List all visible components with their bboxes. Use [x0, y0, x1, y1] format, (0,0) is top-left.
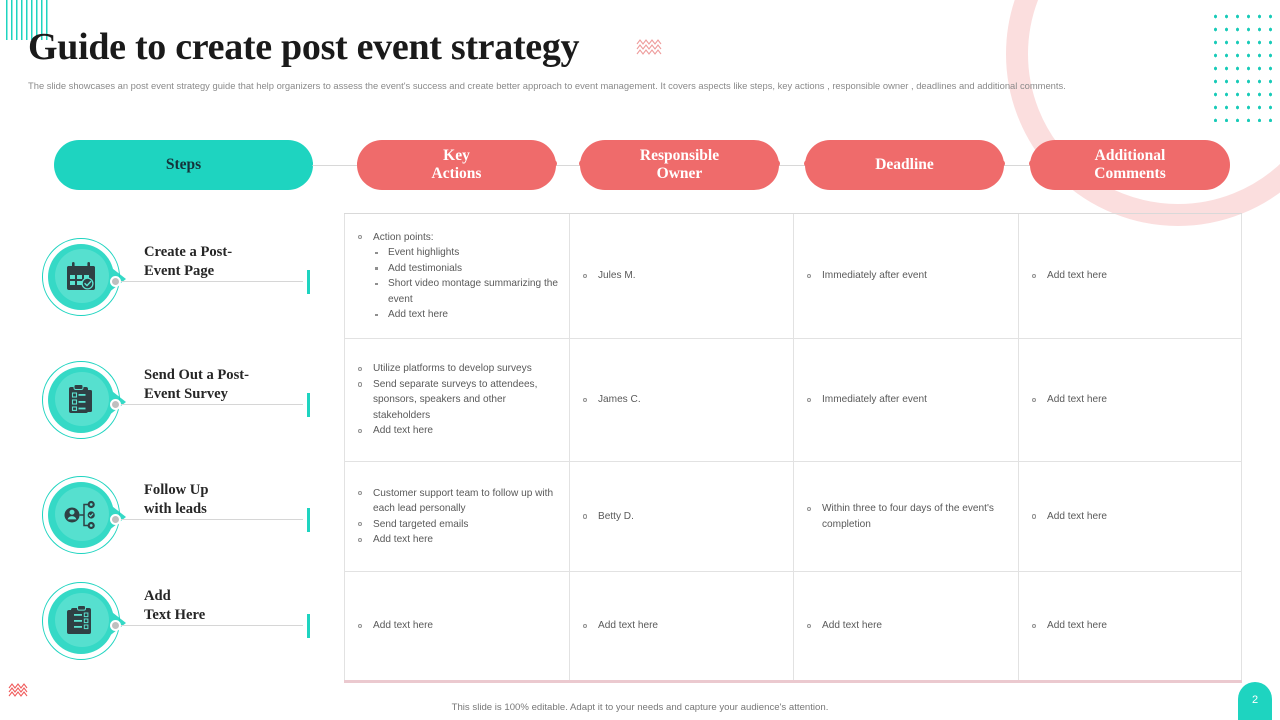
cell-bullet: Add text here	[1031, 618, 1231, 634]
step-connector-line	[121, 281, 303, 282]
checklist-icon	[58, 598, 104, 644]
cell-bullet: Utilize platforms to develop surveys	[357, 361, 559, 377]
calendar-check-icon	[58, 254, 104, 300]
cell-subbullet: Add text here	[357, 307, 559, 323]
cell-subbullet: Event highlights	[357, 245, 559, 261]
cell-bullet: Add text here	[357, 618, 559, 634]
cell-responsible-owner[interactable]: Jules M.	[569, 214, 793, 338]
step-item[interactable]: Follow Up with leads	[0, 468, 340, 578]
step-end-tick	[307, 393, 310, 417]
step-connector-dot	[110, 514, 121, 525]
cell-bullet: Add text here	[357, 532, 559, 548]
cell-key-actions[interactable]: Action points: Event highlights Add test…	[344, 214, 569, 338]
step-connector-line	[121, 404, 303, 405]
title-zigzag-icon	[636, 39, 662, 55]
cell-bullet: Send targeted emails	[357, 517, 559, 533]
column-pill-label: Additional Comments	[1094, 147, 1166, 182]
column-pill-label: Responsible Owner	[639, 147, 720, 182]
cell-bullet: Send separate surveys to attendees, spon…	[357, 377, 559, 424]
connector-knob-rose	[550, 160, 557, 168]
page-subtitle: The slide showcases an post event strate…	[28, 80, 1066, 91]
column-header-row: Steps Key Actions Responsible Owner Dead…	[0, 140, 1280, 192]
step-end-tick	[307, 508, 310, 532]
cell-bullet: Add text here	[582, 618, 783, 634]
step-item[interactable]: Add Text Here	[0, 574, 340, 684]
survey-clipboard-icon	[58, 377, 104, 423]
column-pill-label: Key Actions	[431, 147, 482, 182]
cell-bullet: Add text here	[1031, 509, 1231, 525]
cell-additional-comments[interactable]: Add text here	[1018, 462, 1242, 571]
connector-knob-rose	[773, 160, 780, 168]
cell-bullet: Add text here	[806, 618, 1008, 634]
connector-knob-teal	[306, 160, 313, 168]
cell-bullet: Add text here	[1031, 392, 1231, 408]
strategy-table: Action points: Event highlights Add test…	[344, 213, 1242, 683]
cell-key-actions[interactable]: Customer support team to follow up with …	[344, 462, 569, 571]
corner-stripes-decoration	[6, 0, 50, 40]
teal-dot-grid-decoration	[1210, 10, 1280, 122]
table-row: Customer support team to follow up with …	[344, 462, 1242, 572]
column-pill-responsible-owner[interactable]: Responsible Owner	[580, 140, 779, 190]
cell-subbullet: Add testimonials	[357, 261, 559, 277]
person-network-icon	[58, 492, 104, 538]
page-title: Guide to create post event strategy	[28, 26, 580, 68]
cell-additional-comments[interactable]: Add text here	[1018, 572, 1242, 680]
cell-deadline[interactable]: Immediately after event	[793, 339, 1018, 461]
cell-bullet: Immediately after event	[806, 268, 1008, 284]
editable-note: This slide is 100% editable. Adapt it to…	[451, 702, 829, 713]
cell-bullet: Within three to four days of the event's…	[806, 501, 1008, 532]
cell-responsible-owner[interactable]: James C.	[569, 339, 793, 461]
cell-key-actions[interactable]: Utilize platforms to develop surveys Sen…	[344, 339, 569, 461]
cell-responsible-owner[interactable]: Betty D.	[569, 462, 793, 571]
cell-bullet: Add text here	[357, 423, 559, 439]
page-number: 2	[1251, 694, 1259, 706]
step-label: Send Out a Post- Event Survey	[144, 367, 250, 402]
steps-list: Create a Post- Event Page	[0, 210, 340, 680]
column-pill-key-actions[interactable]: Key Actions	[357, 140, 556, 190]
cell-bullet: Customer support team to follow up with …	[357, 486, 559, 517]
table-row: Action points: Event highlights Add test…	[344, 214, 1242, 339]
step-end-tick	[307, 614, 310, 638]
cell-additional-comments[interactable]: Add text here	[1018, 339, 1242, 461]
step-connector-dot	[110, 620, 121, 631]
cell-additional-comments[interactable]: Add text here	[1018, 214, 1242, 338]
cell-bullet: Jules M.	[582, 268, 783, 284]
column-pill-additional-comments[interactable]: Additional Comments	[1030, 140, 1230, 190]
step-item[interactable]: Create a Post- Event Page	[0, 230, 340, 340]
column-pill-label: Deadline	[875, 156, 934, 173]
step-connector-dot	[110, 399, 121, 410]
table-row: Utilize platforms to develop surveys Sen…	[344, 339, 1242, 462]
cell-deadline[interactable]: Add text here	[793, 572, 1018, 680]
step-end-tick	[307, 270, 310, 294]
page-number-badge: 2	[1238, 682, 1272, 720]
pill-connector-1	[306, 160, 364, 168]
cell-key-actions[interactable]: Add text here	[344, 572, 569, 680]
step-badge	[42, 238, 126, 316]
step-connector-dot	[110, 276, 121, 287]
step-connector-line	[121, 519, 303, 520]
cell-deadline[interactable]: Within three to four days of the event's…	[793, 462, 1018, 571]
connector-knob-rose	[998, 160, 1005, 168]
step-badge	[42, 476, 126, 554]
column-pill-steps[interactable]: Steps	[54, 140, 313, 190]
cell-deadline[interactable]: Immediately after event	[793, 214, 1018, 338]
cell-responsible-owner[interactable]: Add text here	[569, 572, 793, 680]
column-pill-label: Steps	[165, 156, 202, 173]
cell-bullet: James C.	[582, 392, 783, 408]
cell-bullet: Immediately after event	[806, 392, 1008, 408]
step-item[interactable]: Send Out a Post- Event Survey	[0, 353, 340, 463]
table-row: Add text here Add text here Add text her…	[344, 572, 1242, 680]
cell-bullet: Action points:	[357, 230, 559, 246]
step-connector-line	[121, 625, 303, 626]
cell-subbullet: Short video montage summarizing the even…	[357, 276, 559, 307]
column-pill-deadline[interactable]: Deadline	[805, 140, 1004, 190]
step-label: Follow Up with leads	[144, 482, 209, 517]
step-badge	[42, 582, 126, 660]
corner-zigzag-icon	[8, 683, 28, 697]
cell-bullet: Betty D.	[582, 509, 783, 525]
cell-bullet: Add text here	[1031, 268, 1231, 284]
step-label: Create a Post- Event Page	[144, 244, 233, 279]
step-label: Add Text Here	[144, 588, 206, 623]
step-badge	[42, 361, 126, 439]
